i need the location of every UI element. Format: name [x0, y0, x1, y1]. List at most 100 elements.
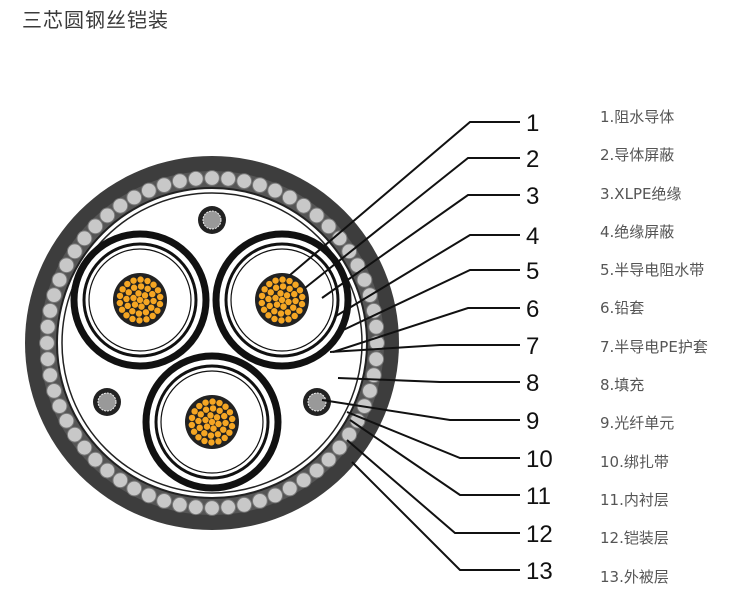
conductor-strand: [280, 303, 287, 310]
armor-wire: [87, 218, 104, 235]
armor-wire: [126, 480, 143, 497]
conductor-strand: [208, 418, 216, 426]
armor-wire: [320, 451, 337, 468]
cable-cross-section: [25, 156, 399, 530]
conductor-strand: [271, 315, 278, 323]
conductor-strand: [279, 283, 287, 290]
callout-number: 4: [526, 223, 539, 250]
callout-number: 7: [526, 333, 539, 360]
armor-wire: [368, 318, 385, 335]
conductor-strand: [272, 294, 279, 302]
conductor-strand: [188, 421, 196, 429]
conductor-strand: [129, 308, 136, 315]
leader-line: [351, 461, 520, 571]
power-core: [70, 230, 210, 370]
callout-number: 13: [526, 558, 553, 585]
conductor-strand: [265, 312, 272, 319]
armor-wire: [51, 271, 68, 288]
conductor-strand: [279, 276, 286, 283]
fiber-unit: [303, 388, 331, 416]
conductor-strand: [214, 431, 222, 438]
callout-number: 11: [526, 483, 551, 510]
armor-wires: [39, 170, 385, 516]
conductor-strand: [260, 306, 268, 313]
conductor-strand: [266, 302, 273, 310]
conductor-strand: [131, 301, 139, 308]
conductor-strand: [222, 419, 229, 427]
armor-wire: [99, 462, 116, 479]
conductor-strand: [190, 428, 198, 435]
armor-wire: [267, 182, 284, 199]
armor-wire: [156, 177, 173, 194]
leader-line: [321, 194, 520, 299]
conductor-strand: [203, 423, 211, 430]
legend-item: 5.半导电阻水带: [600, 261, 705, 280]
callout-number: 5: [526, 258, 539, 285]
conductor-strand: [285, 316, 292, 323]
conductor-strand: [221, 412, 228, 420]
fiber-unit: [93, 388, 121, 416]
conductor-strand: [123, 312, 130, 319]
conductor-strand: [226, 409, 234, 416]
armor-wire: [251, 492, 268, 509]
callout-number: 12: [526, 521, 553, 548]
conductor-strand: [130, 277, 137, 284]
armor-wire: [187, 170, 204, 187]
armor-wire: [204, 500, 220, 516]
callout-number: 3: [526, 183, 539, 210]
conductor-strand: [261, 286, 268, 293]
conductor-strand: [135, 310, 143, 317]
conductor-strand: [215, 438, 222, 445]
conductor-strand: [228, 415, 236, 423]
conductor-strand: [144, 285, 151, 292]
armor-wire: [204, 170, 220, 186]
conductor-strand: [278, 296, 286, 304]
conductor-strand: [226, 429, 233, 436]
conductor-strand: [291, 290, 298, 298]
conductor-strand: [156, 300, 164, 308]
conductor-strand: [286, 285, 293, 292]
conductor-strand: [148, 304, 155, 311]
armor-wire: [99, 207, 116, 224]
armor-wire: [308, 462, 325, 479]
conductor-strand: [291, 312, 298, 320]
callout-number: 10: [526, 446, 553, 473]
armor-wire: [171, 496, 188, 513]
conductor-strand: [191, 408, 198, 415]
conductor-strand: [209, 398, 216, 405]
armor-wire: [236, 496, 253, 513]
armor-wire: [140, 182, 157, 199]
conductor-strand: [144, 277, 151, 285]
conductor-strand: [149, 312, 156, 320]
conductor-strand: [201, 430, 208, 437]
armor-wire: [42, 367, 59, 384]
armor-wire: [295, 472, 312, 489]
conductor-strand: [210, 425, 217, 432]
conductor-strand: [222, 403, 229, 410]
conductor-strand: [292, 297, 299, 305]
conductor-strand: [215, 420, 222, 428]
conductor-strand: [116, 292, 124, 300]
conductor-strand: [142, 309, 150, 316]
armor-wire: [251, 177, 268, 194]
armor-wire: [368, 351, 385, 368]
conductor-strand: [284, 309, 292, 316]
legend-item: 12.铠装层: [600, 529, 669, 548]
conductor-strand: [196, 402, 203, 410]
armor-wire: [46, 287, 63, 304]
conductor-strand: [283, 292, 291, 299]
conductor-strand: [296, 287, 304, 294]
legend-item: 8.填充: [600, 376, 645, 395]
conductor-strand: [138, 303, 145, 310]
armor-wire: [220, 499, 237, 516]
armor-wire: [39, 335, 55, 351]
legend-item: 7.半导电PE护套: [600, 337, 708, 356]
conductor-strand: [266, 280, 273, 288]
conductor-strand: [285, 298, 292, 306]
armor-wire: [39, 351, 56, 368]
armor-wire: [236, 173, 253, 190]
armor-wire: [341, 426, 358, 443]
armor-wire: [87, 451, 104, 468]
